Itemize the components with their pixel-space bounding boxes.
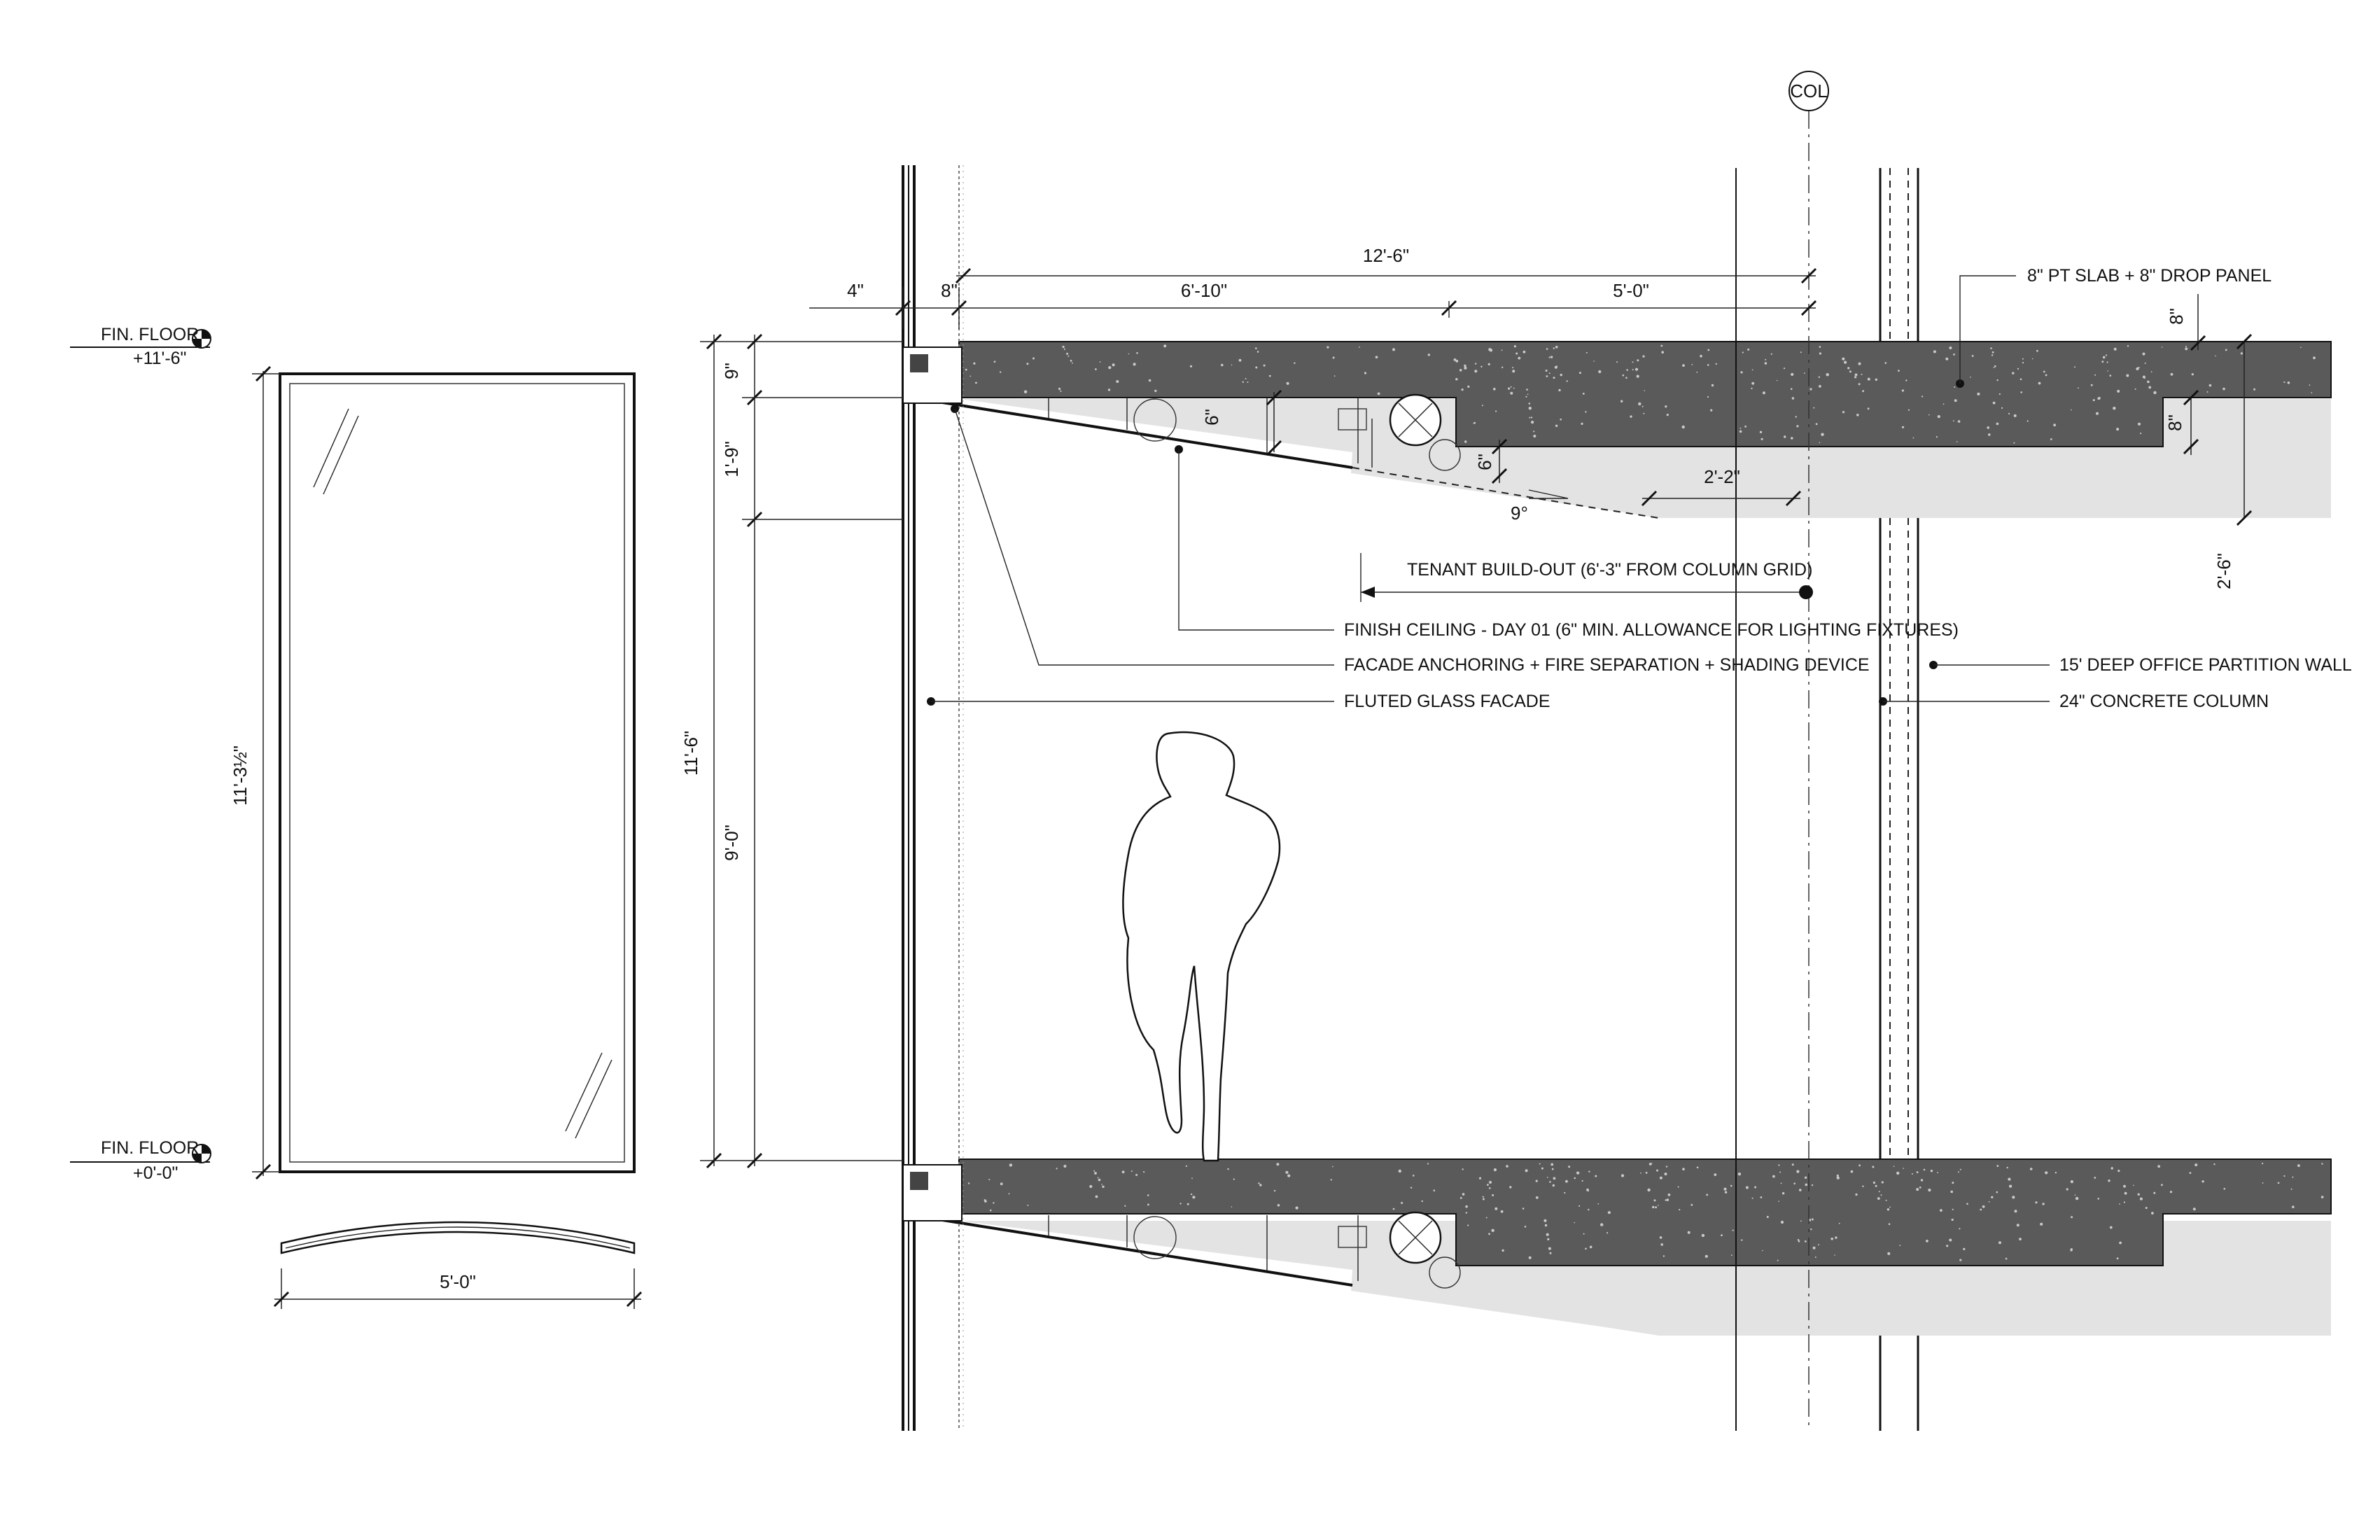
callout-ceiling: FINISH CEILING - DAY 01 (6" MIN. ALLOWAN…	[1344, 620, 1959, 640]
dim-drop-panel: 8"	[2164, 414, 2185, 431]
panel-height-dimension: 11'-3½"	[230, 365, 280, 1180]
panel-height-label: 11'-3½"	[230, 746, 251, 806]
dim-ceiling-right: 2'-6"	[2213, 553, 2234, 589]
dim-duct-gap-left: 6"	[1201, 409, 1222, 426]
concrete-slab-lower	[958, 1158, 2332, 1266]
level-marker-top: FIN. FLOOR +11'-6"	[70, 325, 211, 368]
dimensions-top: 12'-6" 4" 8" 6'-10" 5'-0"	[809, 245, 1817, 329]
dim-1-9: 1'-9"	[721, 441, 742, 477]
callout-column: 24" CONCRETE COLUMN	[2059, 692, 2269, 711]
concrete-slab-upper	[958, 341, 2332, 447]
callout-anchoring: FACADE ANCHORING + FIRE SEPARATION + SHA…	[1344, 655, 1870, 675]
dim-overall-11-6: 11'-6"	[680, 731, 701, 776]
dimensions-inner: 6" 6" 9° 2'-2" 8" 8" 2'-6"	[1201, 294, 2253, 589]
glass-panel	[279, 372, 636, 1173]
dim-angle-9deg: 9°	[1511, 503, 1528, 524]
dim-duct-gap-right: 6"	[1474, 454, 1495, 470]
panel-plan-curve	[280, 1221, 636, 1254]
dim-overall-12-6: 12'-6"	[1363, 245, 1409, 266]
callout-tenant: TENANT BUILD-OUT (6'-3" FROM COLUMN GRID…	[1407, 560, 1812, 580]
panel-width-dimension: 5'-0"	[273, 1268, 643, 1309]
dim-8in: 8"	[941, 280, 958, 301]
dim-9in: 9"	[721, 363, 742, 379]
callout-glass: FLUTED GLASS FACADE	[1344, 692, 1550, 711]
column-grid: COL	[1788, 71, 1829, 1431]
panel-elevation: FIN. FLOOR +11'-6" FIN. FLOOR +0'-0"	[70, 325, 643, 1309]
top-level-value: +11'-6"	[133, 349, 186, 368]
panel-width-label: 5'-0"	[440, 1271, 476, 1292]
column-grid-tag: COL	[1790, 80, 1827, 102]
dim-drop-run: 2'-2"	[1704, 466, 1740, 487]
callout-slab: 8" PT SLAB + 8" DROP PANEL	[2027, 266, 2272, 286]
finish-ceiling-lower	[937, 1211, 1461, 1289]
fluted-glass-facade	[902, 165, 964, 1431]
dim-5-0: 5'-0"	[1613, 280, 1649, 301]
bottom-level-value: +0'-0"	[133, 1163, 178, 1183]
concrete-texture	[965, 344, 2324, 1261]
top-level-label: FIN. FLOOR	[101, 325, 199, 344]
dimensions-left: 11'-6" 9" 1'-9" 9'-0"	[680, 333, 903, 1169]
wall-section: COL 12'-6"	[680, 71, 2352, 1431]
callouts: 8" PT SLAB + 8" DROP PANEL TENANT BUILD-…	[927, 266, 2352, 711]
dim-9-0: 9'-0"	[721, 825, 742, 861]
finish-ceiling-upper	[937, 393, 1660, 519]
human-figure-silhouette	[1122, 731, 1281, 1162]
bottom-level-label: FIN. FLOOR	[101, 1138, 199, 1158]
dim-6-10: 6'-10"	[1181, 280, 1227, 301]
level-marker-bottom: FIN. FLOOR +0'-0"	[70, 1138, 211, 1183]
concrete-column	[1879, 168, 1919, 1431]
callout-partition: 15' DEEP OFFICE PARTITION WALL	[2059, 655, 2352, 675]
dim-4in: 4"	[847, 280, 864, 301]
dim-slab-right: 8"	[2166, 308, 2187, 325]
